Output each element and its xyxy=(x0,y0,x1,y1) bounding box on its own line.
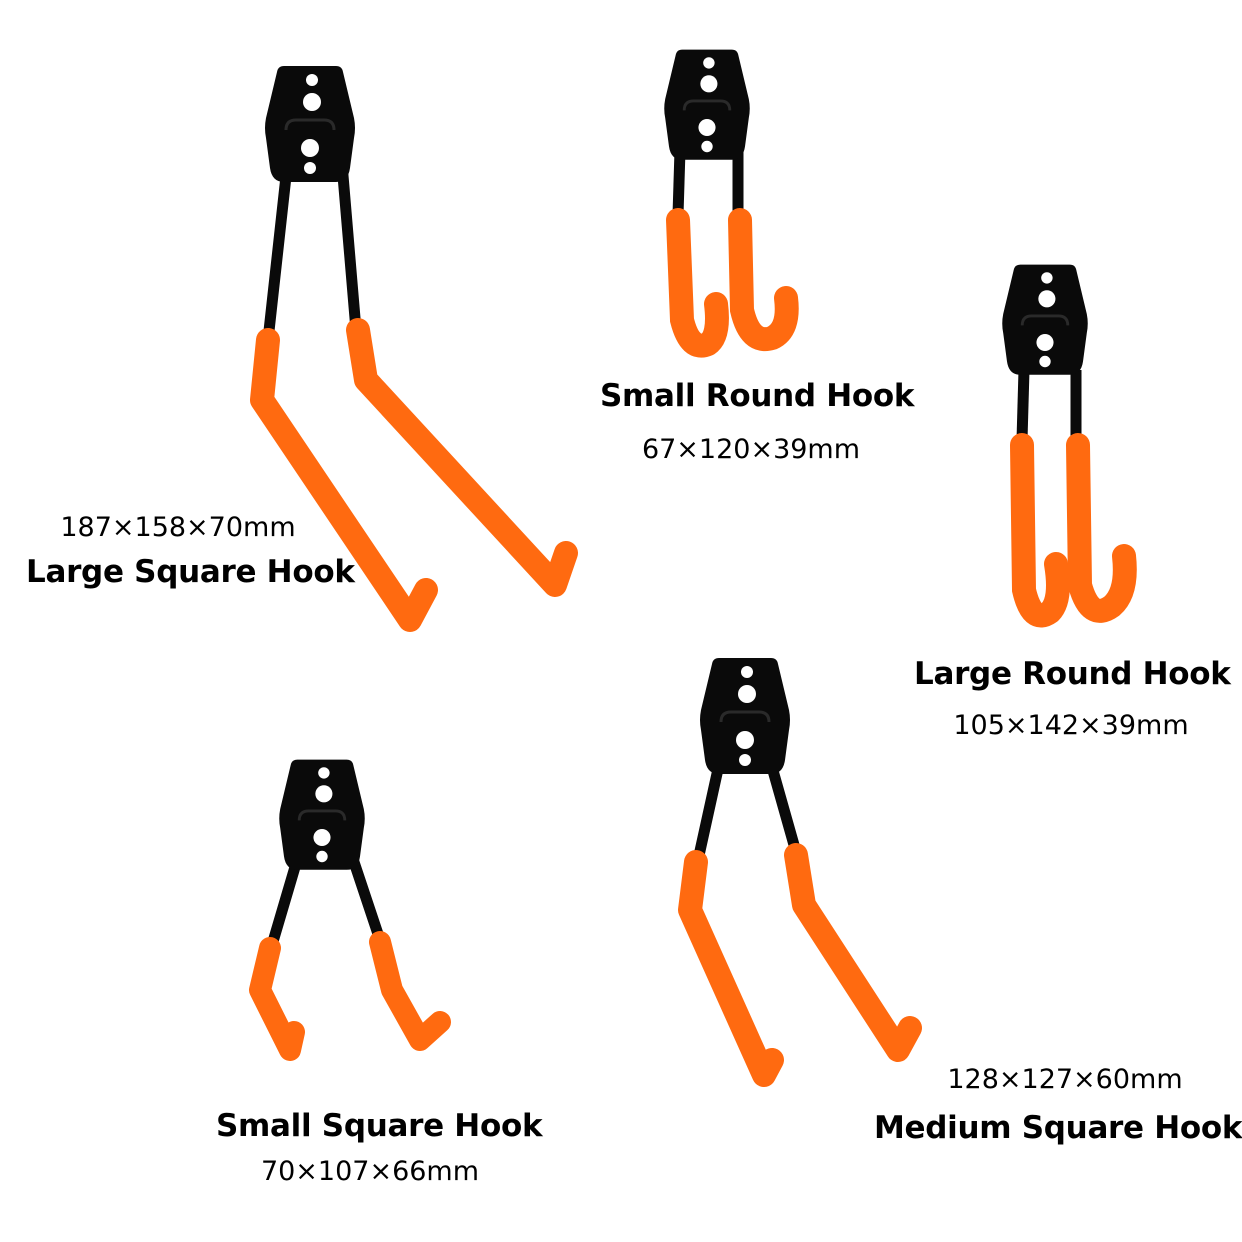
large-square-hook-icon xyxy=(250,64,578,632)
large-round-hook-name: Large Round Hook xyxy=(914,656,1231,692)
large-square-hook-name: Large Square Hook xyxy=(26,554,355,590)
medium-square-hook-icon xyxy=(678,656,922,1087)
small-round-hook-icon xyxy=(662,48,799,358)
large-round-hook-dimensions: 105×142×39mm xyxy=(953,710,1189,741)
small-round-hook-name: Small Round Hook xyxy=(600,378,915,414)
medium-square-hook-name: Medium Square Hook xyxy=(874,1110,1242,1146)
small-square-hook-dimensions: 70×107×66mm xyxy=(260,1156,480,1187)
large-round-hook-icon xyxy=(1000,263,1137,628)
small-round-hook-dimensions: 67×120×39mm xyxy=(641,434,861,465)
medium-square-hook-dimensions: 128×127×60mm xyxy=(947,1064,1183,1095)
large-square-hook-dimensions: 187×158×70mm xyxy=(60,512,296,543)
small-square-hook-icon xyxy=(249,758,451,1061)
small-square-hook-name: Small Square Hook xyxy=(216,1108,543,1144)
